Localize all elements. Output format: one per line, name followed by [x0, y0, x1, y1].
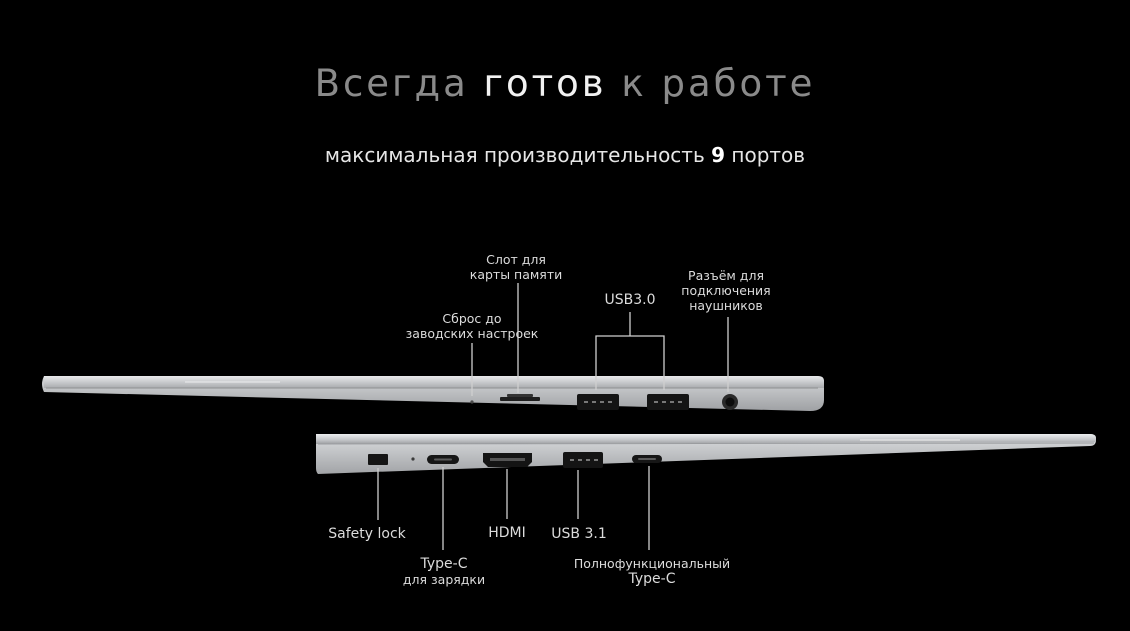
- subtitle-number: 9: [711, 143, 726, 167]
- laptop-top-view: [42, 376, 824, 411]
- hdmi-port-icon: [483, 453, 532, 467]
- subtitle: максимальная производительность 9 портов: [0, 143, 1130, 167]
- subtitle-after: портов: [731, 143, 806, 167]
- bottom-leader-lines: [377, 466, 650, 550]
- safety-lock-slot-icon: [368, 454, 388, 465]
- label-hdmi: HDMI: [488, 525, 526, 541]
- headline: Всегда готов к работе: [0, 62, 1130, 105]
- laptop-bottom-view: [316, 434, 1096, 474]
- label-memory-card-slot: Слот для карты памяти: [469, 252, 563, 282]
- headline-word-2: готов: [483, 62, 607, 105]
- headphone-jack-icon: [722, 394, 738, 410]
- subtitle-before: максимальная производительность: [324, 143, 705, 167]
- headline-word-1: Всегда: [314, 62, 469, 105]
- label-typec-full: Полнофункциональный Type-C: [573, 556, 731, 587]
- typec-charge-port-icon: [427, 455, 459, 464]
- headline-word-3: к: [621, 62, 647, 105]
- reset-hole-icon: [470, 400, 474, 404]
- label-safety-lock: Safety lock: [328, 526, 406, 542]
- typec-full-port-icon: [632, 455, 662, 463]
- card-slot-icon: [500, 397, 540, 401]
- top-leader-lines: [471, 283, 729, 396]
- usb31-port-icon: [563, 452, 603, 468]
- label-headphone-jack: Разъём для подключения наушников: [681, 268, 771, 313]
- label-usb31: USB 3.1: [551, 526, 607, 542]
- label-factory-reset: Сброс до заводских настроек: [405, 311, 539, 341]
- usb30-port-2-icon: [647, 394, 689, 410]
- usb30-port-1-icon: [577, 394, 619, 410]
- headline-word-4: работе: [661, 62, 816, 105]
- label-usb30: USB3.0: [604, 292, 656, 308]
- indicator-dot-icon: [411, 457, 415, 461]
- label-typec-charging: Type-C для зарядки: [402, 556, 486, 587]
